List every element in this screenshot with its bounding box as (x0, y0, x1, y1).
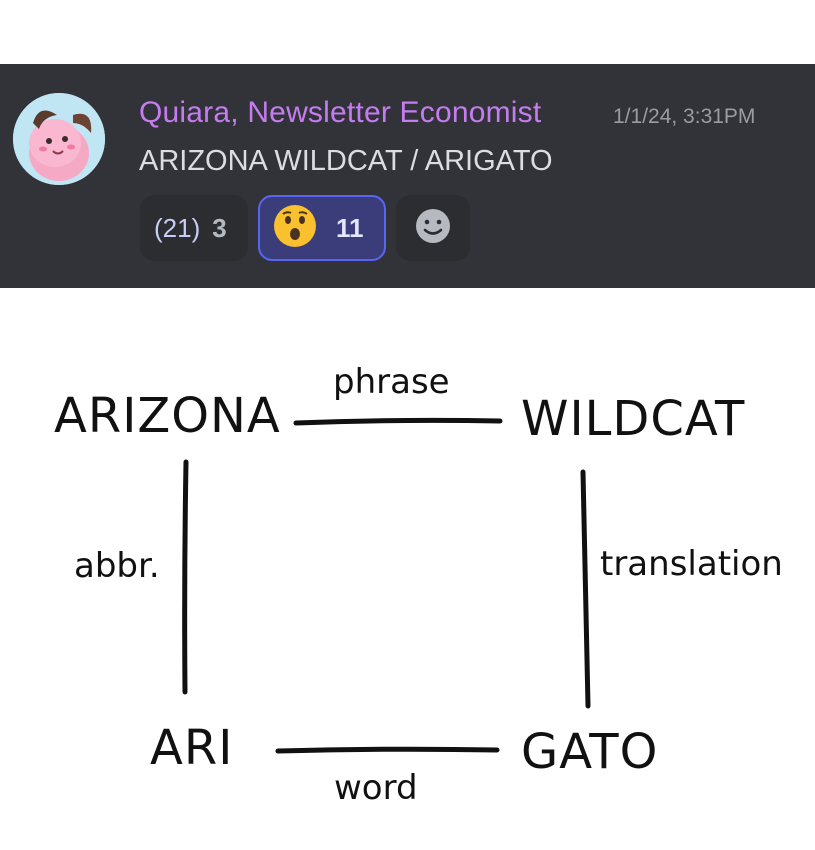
node-arizona: ARIZONA (54, 388, 281, 444)
edge-label-phrase: phrase (333, 362, 450, 402)
author-name[interactable]: Quiara, Newsletter Economist (139, 96, 542, 129)
edge-line-right (580, 469, 591, 709)
diagram-lines (182, 417, 591, 754)
node-gato: GATO (521, 724, 659, 780)
node-wildcat: WILDCAT (521, 391, 746, 447)
avatar[interactable] (13, 93, 105, 185)
edge-line-top (293, 417, 503, 426)
node-ari: ARI (150, 720, 234, 776)
chat-message: Quiara, Newsletter Economist 1/1/24, 3:3… (0, 64, 815, 288)
avatar-illustration (13, 93, 105, 185)
message-content: ARIZONA WILDCAT / ARIGATO (139, 145, 553, 177)
reaction-button-21[interactable]: (21) 3 (140, 195, 248, 261)
smiley-icon (413, 206, 453, 250)
edge-label-abbr: abbr. (74, 546, 160, 586)
edge-line-left (182, 459, 189, 695)
reaction-count: 11 (336, 212, 364, 243)
hand-drawn-diagram: ARIZONA WILDCAT ARI GATO phrase abbr. tr… (0, 288, 815, 850)
top-whitespace (0, 0, 815, 64)
reaction-count: 3 (212, 212, 227, 243)
edge-label-translation: translation (600, 544, 783, 584)
edge-line-bottom (275, 746, 500, 754)
reaction-button-astonished[interactable]: 11 (258, 195, 386, 261)
astonished-face-icon (272, 203, 318, 253)
edge-label-word: word (334, 768, 418, 808)
reaction-emoji-21: (21) (154, 212, 201, 243)
add-reaction-button[interactable] (396, 195, 470, 261)
message-timestamp: 1/1/24, 3:31PM (613, 105, 756, 128)
